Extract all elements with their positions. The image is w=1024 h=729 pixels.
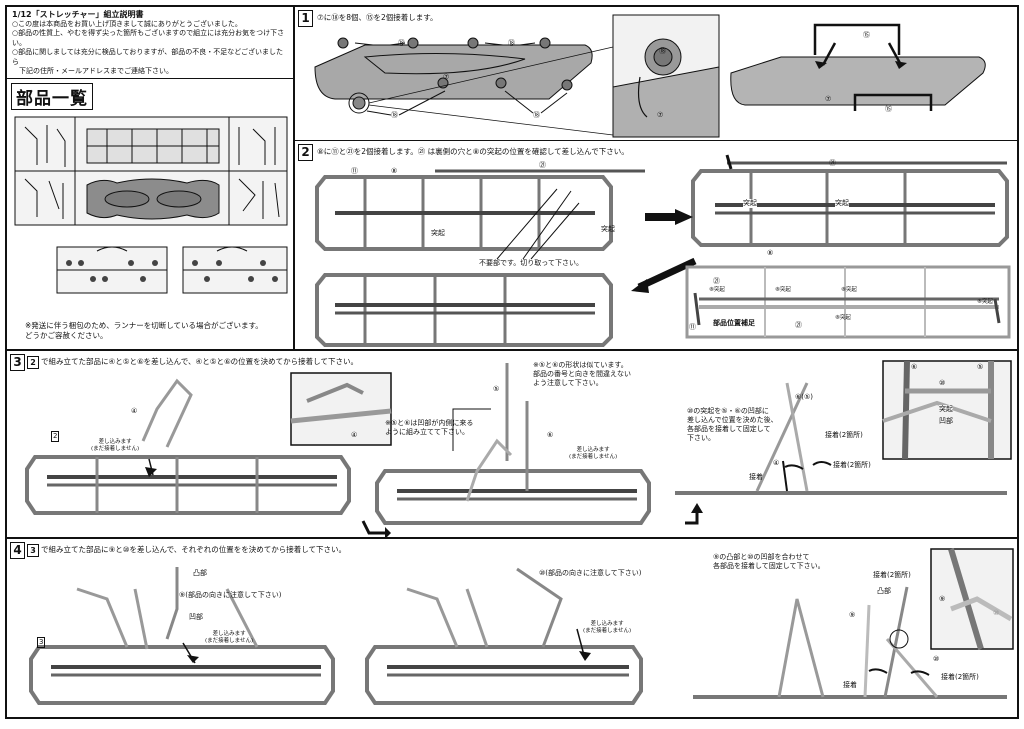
intro-line-1: ○この度は本商品をお買い上げ頂きまして誠にありがとうございました。 (12, 19, 242, 28)
step-3-number: 3 (10, 354, 25, 371)
redaction-bar (20, 77, 235, 78)
aid-label-21-a: ㉑ (713, 277, 720, 285)
parts-note: ※発送に伴う梱包のため、ランナーを切断している場合がございます。 どうかご容赦く… (25, 321, 263, 340)
aid-label-protrusion-3: ⑧突起 (841, 287, 857, 293)
label-18-a: ⑱ (398, 39, 405, 47)
label-combine-note: ⑨の凸部と⑩の凹部を合わせて 各部品を接着して固定して下さい。 (713, 553, 825, 570)
parts-list-title: 部品一覧 (11, 83, 93, 110)
zoom-label-7: ⑦ (657, 111, 664, 119)
label-insert-a: 差し込みます (まだ接着しません) (205, 631, 254, 644)
redacted-address: ○ (12, 77, 288, 78)
label-10: ⑩ (933, 655, 940, 663)
step-3-ref-box: 2 (27, 356, 39, 369)
aid-label-protrusion-5: ⑧突起 (835, 315, 851, 321)
zoom-label-protrusion: 突起 (939, 405, 953, 414)
intro-line-4: 下記の住所・メールアドレスまでご連絡下さい。 (12, 67, 173, 75)
label-glue: 接着 (843, 681, 857, 689)
label-insert-a: 差し込みます (まだ接着しません) (91, 439, 140, 452)
step-2-diagram (315, 154, 1011, 347)
label-concave-note: ※⑤と⑥は凹部が内側に来る ように組み立てて下さい。 (385, 419, 474, 436)
aid-label-11: ⑪ (689, 323, 696, 331)
sheet-title: 1/12「ストレッチャー」組立説明書 (12, 10, 144, 19)
label-convex-b: 凸部 (877, 587, 891, 595)
step-1-panel: 1 ⑦に⑱を8個、⑮を2個接着します。 ⑱ ⑱ ⑦ ⑱ ⑱ ⑱ ⑦ ⑮ ⑦ ⑮ (295, 7, 1017, 141)
label-concave-a: 凹部 (189, 613, 203, 621)
step-4-number: 4 (10, 542, 25, 559)
intro-line-2: ○部品の性質上、やむを得ず尖った箇所もございますので組立には充分お気をつけ下さい… (12, 29, 285, 47)
label-7: ⑦ (443, 73, 450, 81)
label-unneeded: 不要部です。切り取って下さい。 (479, 259, 583, 267)
label-ref-3: 3 (37, 637, 46, 648)
step-4-diagram (29, 548, 1014, 705)
label-p9-note: ⑨(部品の向きに注意して下さい) (179, 591, 282, 599)
label-18-b: ⑱ (508, 39, 515, 47)
zoom-label-6: ⑥ (911, 363, 918, 371)
label-convex-a: 凸部 (193, 569, 207, 577)
aid-label-protrusion-2: ⑧突起 (775, 287, 791, 293)
step-4-panel: 4 3 で組み立てた部品に⑨と⑩を差し込んで、それぞれの位置をを決めてから接着し… (7, 539, 1017, 717)
label-9: ⑨ (849, 611, 856, 619)
parts-list-panel: 部品一覧 (7, 79, 295, 349)
zoom-label-10: ⑩ (993, 609, 1000, 617)
step-1-instruction: ⑦に⑱を8個、⑮を2個接着します。 (317, 13, 438, 22)
label-insert-b: 差し込みます (まだ接着しません) (569, 447, 618, 460)
label-fix-note: ⑩の突起を⑤・⑥の凹部に 差し込んで位置を決めた後、 各部品を接着して固定して … (687, 407, 778, 442)
zoom-label-5: ⑤ (977, 363, 984, 371)
zoom-label-10: ⑩ (939, 379, 946, 387)
label-8-aid: ⑧ (767, 249, 774, 257)
intro-line-3: ○部品に関しましては充分に検品しておりますが、部品の不良・不足などございましたら (12, 48, 283, 66)
instruction-sheet: 1/12「ストレッチャー」組立説明書 ○この度は本商品をお買い上げ頂きまして誠に… (5, 5, 1019, 719)
label-6: ⑥ (547, 431, 554, 439)
step-4-ref-box: 3 (27, 544, 39, 557)
step-2-instruction: ⑧に⑪と㉑を2個接着します。㉑ は裏側の穴と⑧の突起の位置を確認して差し込んで下… (317, 147, 629, 156)
label-21-right: ㉑ (829, 159, 836, 167)
label-15-bottom: ⑮ (885, 105, 892, 113)
label-18-c: ⑱ (391, 111, 398, 119)
label-18-d: ⑱ (533, 111, 540, 119)
label-glue-two-b: 接着(2箇所) (833, 461, 871, 469)
label-glue: 接着 (749, 473, 763, 481)
label-insert-b: 差し込みます (まだ接着しません) (583, 621, 632, 634)
step-2-panel: 2 ⑧に⑪と㉑を2個接着します。㉑ は裏側の穴と⑧の突起の位置を確認して差し込ん… (295, 141, 1017, 349)
label-protrusion-b: 突起 (601, 225, 615, 233)
label-protrusion-a: 突起 (431, 229, 445, 237)
step-3-instruction: で組み立てた部品に④と⑤と⑥を差し込んで、④と⑤と⑥の位置を決めてから接着して下… (41, 357, 358, 366)
step-2-number: 2 (298, 144, 313, 161)
label-4-side: ④ (773, 459, 780, 467)
label-p10-note: ⑩(部品の向きに注意して下さい) (539, 569, 642, 577)
intro-panel: 1/12「ストレッチャー」組立説明書 ○この度は本商品をお買い上げ頂きまして誠に… (7, 7, 295, 79)
label-glue-two-a: 接着(2箇所) (825, 431, 863, 439)
label-5: ⑤ (493, 385, 500, 393)
label-position-aid: 部品位置補足 (713, 319, 755, 327)
step-3-diagram (25, 360, 1012, 537)
step-3-panel: 3 2 で組み立てた部品に④と⑤と⑥を差し込んで、④と⑤と⑥の位置を決めてから接… (7, 349, 1017, 539)
zoom-label-4: ④ (351, 431, 358, 439)
step-1-diagram (314, 14, 986, 138)
parts-runner-diagram (14, 116, 288, 294)
label-protrusion-c: 突起 (743, 199, 757, 208)
label-6-5: ⑥(⑤) (795, 393, 814, 401)
label-7-right: ⑦ (825, 95, 832, 103)
label-similar-note: ※⑤と⑥の形状は似ています。 部品の番号と向きを間違えない よう注意して下さい。 (533, 361, 631, 387)
label-15-top: ⑮ (863, 31, 870, 39)
zoom-label-18: ⑱ (659, 47, 666, 55)
label-protrusion-d: 突起 (835, 199, 849, 208)
step-1-number: 1 (298, 10, 313, 27)
aid-label-protrusion-1: ⑧突起 (709, 287, 725, 293)
label-glue-two-a: 接着(2箇所) (873, 571, 911, 579)
aid-label-21-b: ㉑ (795, 321, 802, 329)
label-ref-2: 2 (51, 431, 60, 442)
label-11: ⑪ (351, 167, 358, 175)
label-8: ⑧ (391, 167, 398, 175)
zoom-label-concave: 凹部 (939, 417, 953, 426)
zoom-label-9: ⑨ (939, 595, 946, 603)
label-4: ④ (131, 407, 138, 415)
step-4-instruction: で組み立てた部品に⑨と⑩を差し込んで、それぞれの位置をを決めてから接着して下さい… (41, 545, 347, 554)
label-glue-two-b: 接着(2箇所) (941, 673, 979, 681)
label-21: ㉑ (539, 161, 546, 169)
aid-label-protrusion-4: ⑧突起 (977, 299, 993, 305)
